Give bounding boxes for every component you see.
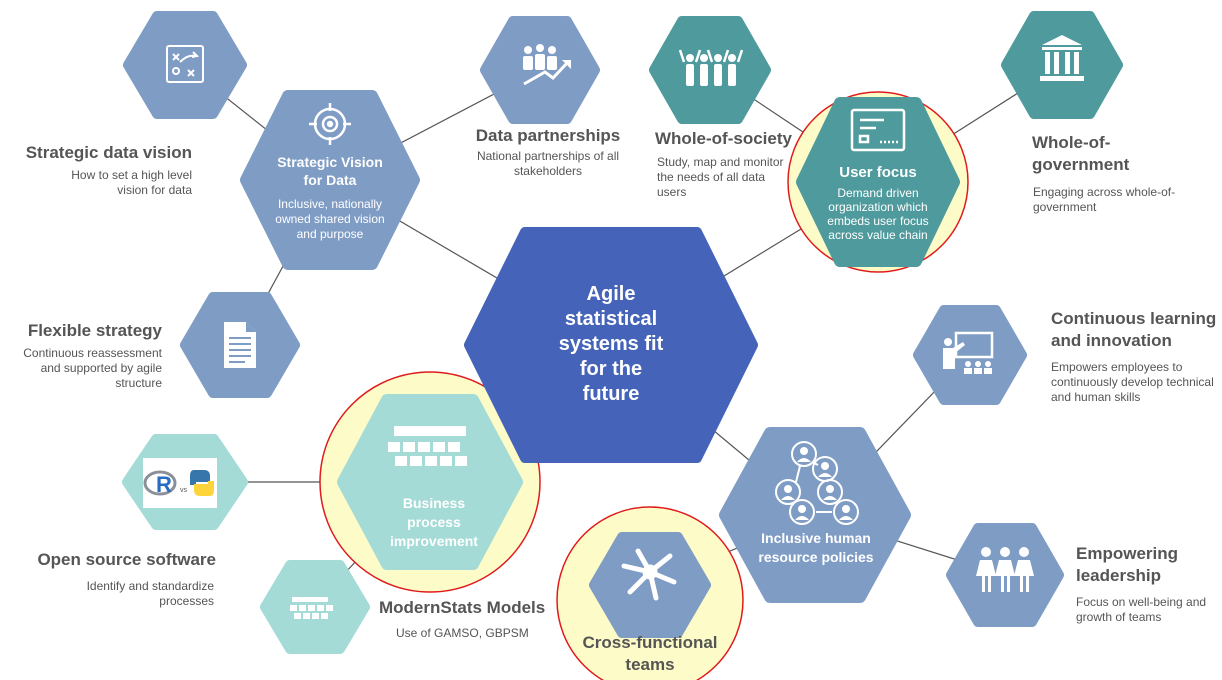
women-group-icon <box>976 547 1034 592</box>
r-vs-python-icon: R vs <box>143 458 217 508</box>
hex-center <box>464 227 758 463</box>
strategic-data-vision-title: Strategic data vision <box>25 143 192 162</box>
crowd-icon <box>678 49 744 86</box>
partners-growth-icon <box>523 44 571 86</box>
strategic-vision-title: Strategic Vision for Data <box>277 154 383 188</box>
people-network-icon <box>775 441 859 525</box>
svg-text:vs: vs <box>180 487 188 494</box>
hex-user-focus <box>796 97 960 267</box>
joined-hands-icon <box>621 548 677 601</box>
flexible-strategy-desc: Continuous reassessment and supported by… <box>23 346 162 390</box>
modernstats-title: ModernStats Models <box>379 598 546 617</box>
whole-of-government-desc: Engaging across whole-of-government <box>1033 185 1176 214</box>
data-partnerships-desc: National partnerships of all stakeholder… <box>476 149 620 178</box>
empowering-leadership-desc: Focus on well-being and growth of teams <box>1076 595 1207 624</box>
inclusive-hr-title: Inclusive human resource policies <box>758 530 874 565</box>
strategic-vision-desc: Inclusive, nationally owned shared visio… <box>275 197 385 241</box>
id-card-icon <box>850 108 906 152</box>
teacher-board-icon <box>943 331 994 374</box>
government-building-icon <box>1040 35 1084 81</box>
hex-inclusive-hr <box>719 427 911 603</box>
document-icon <box>224 322 256 368</box>
hex-whole-of-government <box>1001 11 1123 119</box>
whole-of-society-title: Whole-of-society <box>655 129 792 148</box>
strategic-data-vision-desc: How to set a high level vision for data <box>71 168 192 197</box>
open-source-desc: Identify and standardize processes <box>86 579 214 608</box>
target-icon <box>309 103 351 145</box>
whole-of-society-desc: Study, map and monitor the needs of all … <box>657 155 784 199</box>
modernstats-desc: Use of GAMSO, GBPSM <box>396 626 529 640</box>
hex-strategic-data-vision <box>123 11 247 119</box>
hex-whole-of-society <box>649 16 771 124</box>
continuous-learning-desc: Empowers employees to continuously devel… <box>1051 360 1214 404</box>
svg-text:R: R <box>156 472 172 497</box>
cross-functional-title: Cross-functional teams <box>582 633 718 674</box>
user-focus-desc: Demand driven organization which embeds … <box>827 186 929 242</box>
business-process-title: Business process improvement <box>390 495 478 549</box>
hex-continuous-learning <box>913 305 1027 405</box>
flexible-strategy-title: Flexible strategy <box>27 321 162 340</box>
blocks-icon <box>388 426 467 466</box>
hex-cross-functional <box>589 532 711 638</box>
user-focus-title: User focus <box>839 164 917 181</box>
data-partnerships-title: Data partnerships <box>475 126 621 145</box>
whole-of-government-title: Whole-of-government <box>1032 133 1130 174</box>
center-label: Agile statistical systems fit for the fu… <box>558 283 664 405</box>
open-source-title: Open source software <box>37 550 216 569</box>
hex-strategic-vision <box>240 90 420 270</box>
strategy-board-icon <box>166 45 204 83</box>
empowering-leadership-title: Empowering leadership <box>1076 544 1179 585</box>
continuous-learning-title: Continuous learning and innovation <box>1051 309 1217 350</box>
hex-business-process <box>337 394 523 570</box>
small-blocks-icon <box>290 597 333 619</box>
